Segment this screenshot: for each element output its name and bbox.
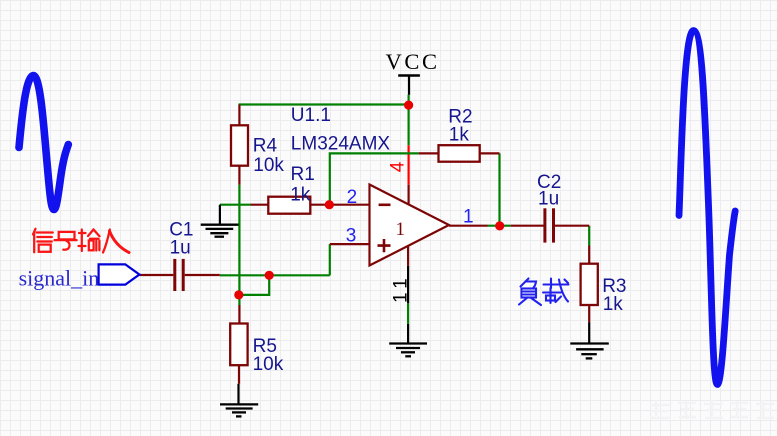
svg-text:1k: 1k bbox=[603, 294, 624, 315]
svg-text:U1.1: U1.1 bbox=[291, 105, 331, 126]
svg-text:3: 3 bbox=[346, 226, 357, 247]
svg-text:R1: R1 bbox=[291, 164, 315, 185]
svg-text:signal_in: signal_in bbox=[19, 266, 100, 291]
svg-text:1k: 1k bbox=[290, 185, 311, 206]
svg-text:VCC: VCC bbox=[386, 49, 440, 74]
svg-text:10k: 10k bbox=[253, 155, 284, 176]
svg-text:1u: 1u bbox=[170, 238, 191, 259]
svg-text:R2: R2 bbox=[448, 107, 472, 128]
svg-text:1: 1 bbox=[463, 207, 474, 228]
svg-text:2: 2 bbox=[347, 187, 358, 208]
svg-text:1: 1 bbox=[396, 219, 406, 240]
svg-text:C1: C1 bbox=[169, 219, 193, 240]
svg-text:R3: R3 bbox=[602, 276, 626, 297]
svg-text:11: 11 bbox=[391, 273, 412, 303]
svg-text:4: 4 bbox=[388, 161, 409, 172]
svg-text:R4: R4 bbox=[253, 136, 278, 157]
svg-text:LM324AMX: LM324AMX bbox=[291, 134, 391, 155]
svg-text:R5: R5 bbox=[253, 336, 277, 357]
svg-text:1k: 1k bbox=[449, 125, 470, 146]
svg-text:C2: C2 bbox=[537, 172, 561, 193]
svg-text:1u: 1u bbox=[538, 189, 559, 210]
svg-text:10k: 10k bbox=[253, 354, 284, 375]
